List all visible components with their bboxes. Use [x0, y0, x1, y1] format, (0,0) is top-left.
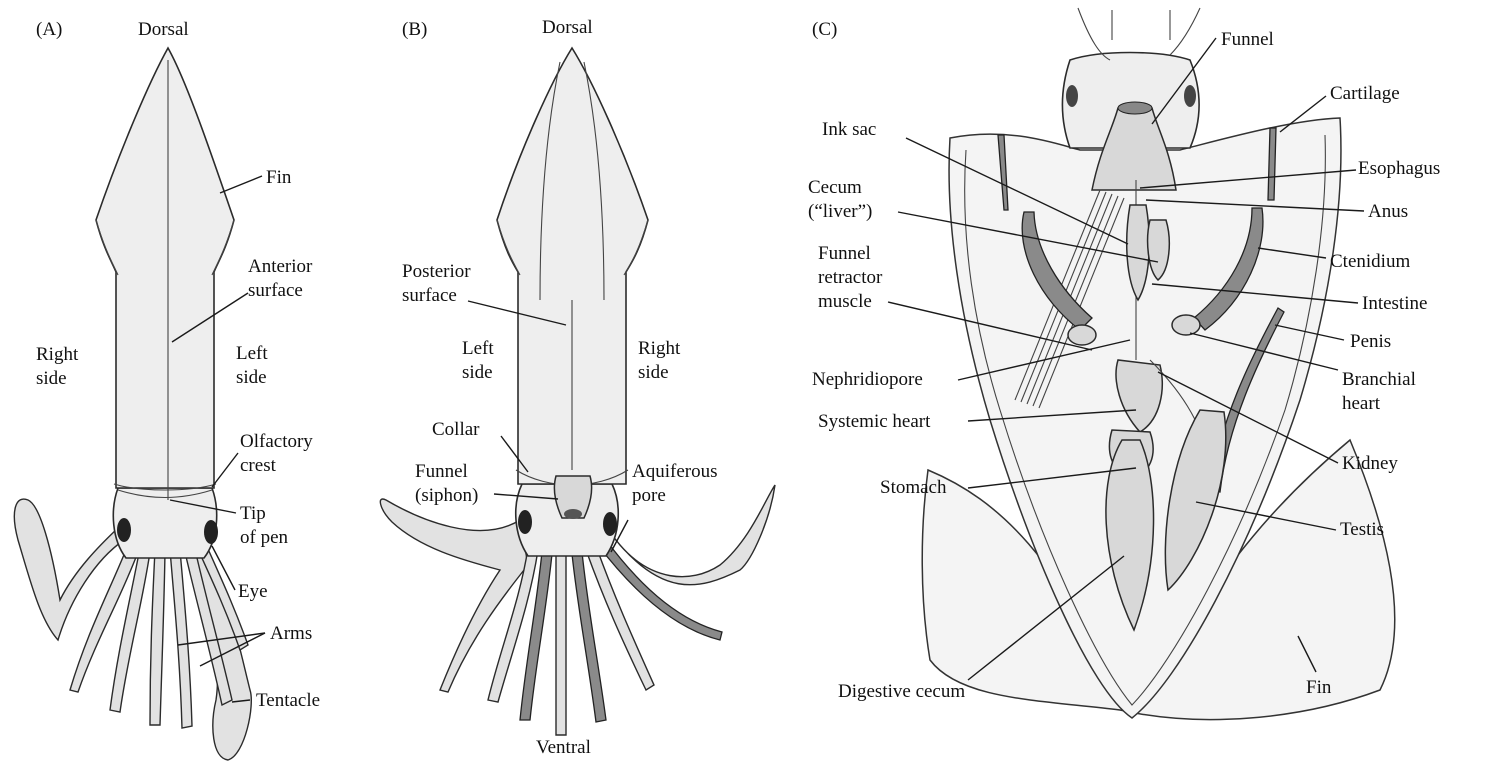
c-label-ctenidium: Ctenidium [1330, 250, 1410, 274]
panel-a-letter: (A) [36, 18, 62, 42]
c-label-stomach: Stomach [880, 476, 947, 500]
a-label-dorsal: Dorsal [138, 18, 189, 42]
a-tentacle-right [196, 545, 251, 760]
c-cartilage-right [1268, 128, 1276, 200]
c-label-branchial-heart: Branchial heart [1342, 368, 1416, 416]
a-label-eye: Eye [238, 580, 268, 604]
a-mantle [96, 48, 234, 488]
c-label-kidney: Kidney [1342, 452, 1398, 476]
b-eye-left [518, 510, 532, 534]
c-label-ink-sac: Ink sac [822, 118, 876, 142]
b-eye-right [603, 512, 617, 536]
b-label-right-side: Right side [638, 337, 680, 385]
a-label-left-side: Left side [236, 342, 268, 390]
c-funnel-opening [1118, 102, 1152, 114]
panel-b-drawing [380, 48, 775, 735]
b-label-funnel-siphon: Funnel (siphon) [415, 460, 478, 508]
b-label-posterior-surface: Posterior surface [402, 260, 471, 308]
a-label-anterior-surface: Anterior surface [248, 255, 312, 303]
panel-c-letter: (C) [812, 18, 837, 42]
c-label-nephridiopore: Nephridiopore [812, 368, 923, 392]
b-label-aquiferous-pore: Aquiferous pore [632, 460, 717, 508]
c-label-penis: Penis [1350, 330, 1391, 354]
a-label-fin: Fin [266, 166, 291, 190]
c-eye-left [1066, 85, 1078, 107]
a-arm-4 [170, 550, 192, 728]
a-label-tentacle: Tentacle [256, 689, 320, 713]
panel-b-letter: (B) [402, 18, 427, 42]
panel-a-drawing [14, 48, 251, 760]
a-eye-left [117, 518, 131, 542]
a-arm-3 [150, 550, 165, 725]
b-label-collar: Collar [432, 418, 480, 442]
b-label-ventral: Ventral [536, 736, 591, 760]
c-label-intestine: Intestine [1362, 292, 1427, 316]
c-label-testis: Testis [1340, 518, 1384, 542]
a-label-olfactory-crest: Olfactory crest [240, 430, 313, 478]
c-label-cecum-liver: Cecum (“liver”) [808, 176, 872, 224]
a-label-right-side: Right side [36, 343, 78, 391]
c-branchial-heart-left [1068, 325, 1096, 345]
c-label-esophagus: Esophagus [1358, 157, 1440, 181]
b-label-left-side: Left side [462, 337, 494, 385]
c-label-cartilage: Cartilage [1330, 82, 1400, 106]
c-label-systemic-heart: Systemic heart [818, 410, 930, 434]
c-label-fin: Fin [1306, 676, 1331, 700]
c-label-digestive-cecum: Digestive cecum [838, 680, 965, 704]
c-eye-right [1184, 85, 1196, 107]
c-label-funnel-retractor-muscle: Funnel retractor muscle [818, 242, 882, 314]
a-eye-right [204, 520, 218, 544]
c-label-funnel: Funnel [1221, 28, 1274, 52]
a-label-arms: Arms [270, 622, 312, 646]
b-label-dorsal: Dorsal [542, 16, 593, 40]
c-label-anus: Anus [1368, 200, 1408, 224]
a-label-tip-of-pen: Tip of pen [240, 502, 288, 550]
b-arm-3 [556, 554, 566, 735]
c-branchial-heart-right [1172, 315, 1200, 335]
b-funnel-opening [564, 509, 582, 519]
